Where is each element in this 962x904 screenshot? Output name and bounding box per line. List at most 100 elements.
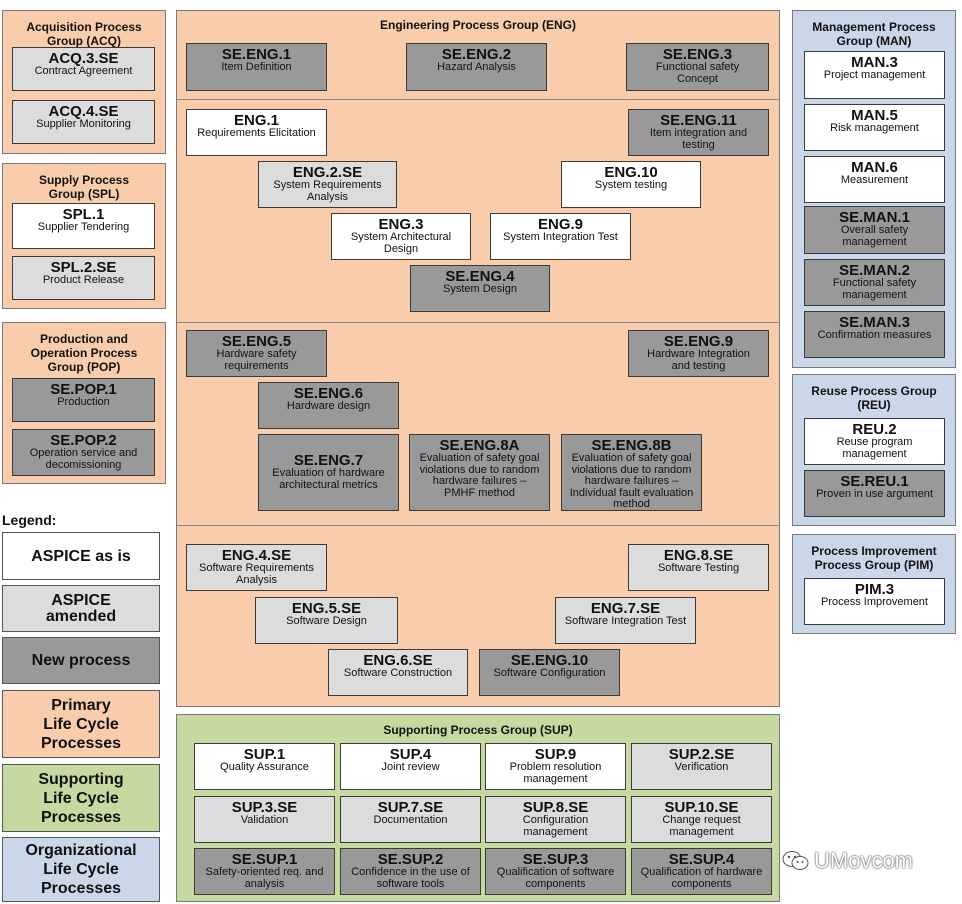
group-eng-title: Engineering Process Group (ENG) (379, 18, 577, 32)
process-name: Joint review (381, 761, 440, 773)
process-code: SUP.8.SE (522, 799, 589, 816)
process-name: Software Testing (657, 562, 740, 574)
process-name: Confirmation measures (817, 329, 932, 341)
process-code: SPL.1 (62, 206, 105, 223)
process-name: Product Release (42, 274, 125, 286)
process-code: SE.SUP.1 (231, 851, 298, 868)
process-name: Requirements Elicitation (197, 127, 316, 139)
process-name: Process Improvement (821, 596, 928, 608)
process-code: SE.MAN.3 (839, 314, 910, 331)
process-name: Hardware Integration and testing (647, 348, 750, 372)
process-name: Risk management (830, 122, 919, 134)
process-code: MAN.6 (851, 159, 898, 176)
process-name: Proven in use argument (816, 488, 933, 500)
process-name: Supplier Tendering (37, 221, 130, 233)
process-code: ENG.3 (378, 216, 424, 233)
process-code: ENG.9 (537, 216, 583, 233)
process-code: SE.ENG.6 (293, 385, 364, 402)
process-name: Project management (823, 69, 926, 81)
watermark-text: UMovcom (814, 848, 914, 873)
process-code: MAN.3 (851, 54, 898, 71)
process-name: Overall safety management (840, 224, 909, 248)
process-code: REU.2 (852, 421, 897, 438)
legend-primary-life-cycle: Primary Life Cycle Processes (2, 690, 160, 758)
legend-supporting-life-cycle: Supporting Life Cycle Processes (2, 764, 160, 832)
process-code: SUP.4 (389, 746, 432, 763)
process-name: System testing (594, 179, 668, 191)
group-sup-title: Supporting Process Group (SUP) (383, 723, 573, 737)
process-name: System Design (443, 283, 517, 295)
process-code: SE.SUP.4 (668, 851, 735, 868)
process-code: SE.SUP.2 (377, 851, 444, 868)
process-code: SUP.1 (243, 746, 286, 763)
process-name: System Requirements Analysis (273, 179, 382, 203)
process-name: Hardware design (286, 400, 371, 412)
process-name: Item Definition (221, 61, 292, 73)
legend-aspice-as-is: ASPICE as is (2, 532, 160, 580)
process-name: System Architectural Design (350, 231, 452, 255)
process-name: Quality Assurance (220, 761, 309, 773)
process-code: SE.ENG.8B (591, 437, 672, 454)
process-name: Software Requirements Analysis (199, 562, 314, 586)
process-name: Validation (240, 814, 289, 826)
process-code: SE.ENG.10 (510, 652, 589, 669)
process-name: Verification (674, 761, 729, 773)
process-name: Contract Agreement (34, 65, 133, 77)
process-code: SE.ENG.9 (663, 333, 734, 350)
process-name: Evaluation of hardware architectural met… (272, 467, 385, 491)
process-name: Evaluation of safety goal violations due… (569, 452, 694, 510)
process-name: Software Configuration (493, 667, 606, 679)
group-pim-title: Process Improvement Process Group (PIM) (811, 544, 937, 572)
process-code: SE.ENG.3 (662, 46, 733, 63)
eng-separator-software (177, 525, 779, 526)
process-name: Functional safety management (832, 277, 917, 301)
process-code: ENG.2.SE (292, 164, 363, 181)
process-code: ACQ.3.SE (48, 50, 119, 67)
process-name: System Integration Test (503, 231, 618, 243)
process-code: SE.ENG.2 (441, 46, 512, 63)
process-name: Documentation (373, 814, 448, 826)
process-name: Hardware safety requirements (216, 348, 297, 372)
process-name: Configuration management (522, 814, 589, 838)
process-name: Change request management (662, 814, 741, 838)
legend-new-process: New process (2, 637, 160, 684)
process-name: Safety-oriented req. and analysis (205, 866, 324, 890)
process-name: Software Construction (343, 667, 453, 679)
process-code: SUP.2.SE (668, 746, 735, 763)
process-name: Qualification of software components (496, 866, 615, 890)
process-name: Software Integration Test (564, 615, 687, 627)
process-name: Software Design (286, 615, 367, 627)
process-code: PIM.3 (854, 581, 895, 598)
process-name: Evaluation of safety goal violations due… (419, 452, 540, 499)
process-code: ENG.8.SE (663, 547, 734, 564)
process-code: ENG.4.SE (221, 547, 292, 564)
